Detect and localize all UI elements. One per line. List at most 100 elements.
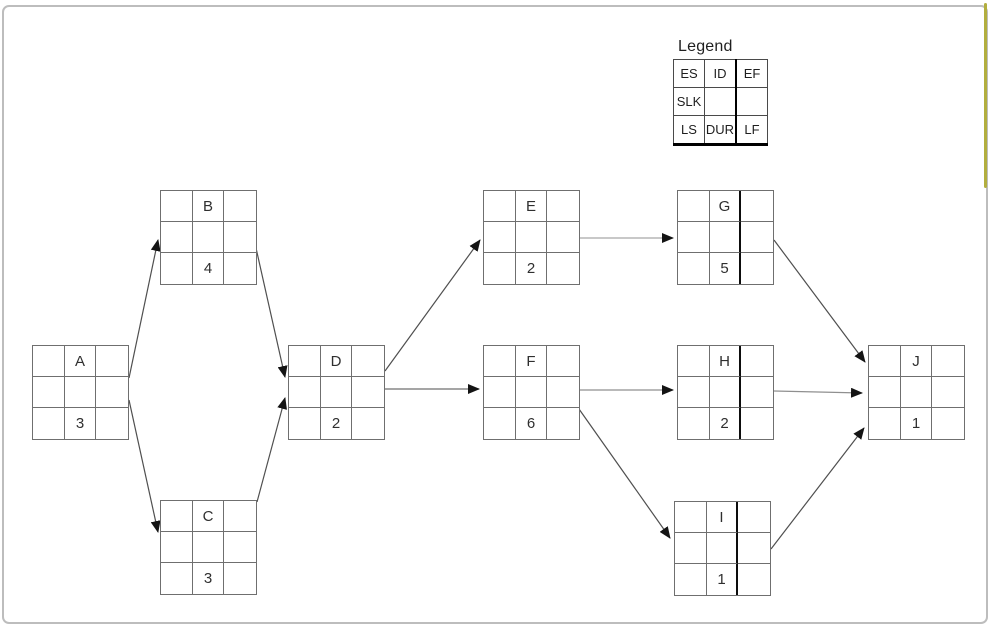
node-cell: [192, 222, 225, 253]
node-cell: [161, 222, 193, 253]
node-cell: [709, 377, 742, 408]
node-cell: [33, 377, 65, 408]
node-cell: [33, 346, 65, 377]
legend-cell: [735, 87, 768, 116]
node-duration-label: 4: [193, 253, 225, 284]
node-cell: [161, 532, 193, 563]
node-id-label: G: [709, 191, 742, 222]
node-cell: [289, 408, 321, 439]
node-cell: [675, 502, 707, 533]
node-cell: [932, 408, 964, 439]
edge-A-C: [128, 399, 161, 533]
node-cell: [484, 346, 516, 377]
legend-cell: LS: [673, 115, 705, 146]
node-duration-label: 1: [901, 408, 933, 439]
legend-title: Legend: [678, 38, 733, 55]
node-duration-label: 2: [710, 408, 742, 439]
legend-cell: SLK: [673, 87, 705, 116]
node-duration-label: 3: [193, 563, 225, 594]
node-duration-label: 2: [516, 253, 548, 284]
node-cell: [741, 377, 773, 408]
node-cell: [96, 377, 128, 408]
node-cell: [33, 408, 65, 439]
node-cell: [678, 377, 710, 408]
node-cell: [547, 346, 579, 377]
node-cell: [224, 563, 256, 594]
node-cell: [484, 408, 516, 439]
node-cell: [224, 191, 256, 222]
node-cell: [675, 533, 707, 564]
node-id-label: B: [192, 191, 225, 222]
node-duration-label: 6: [516, 408, 548, 439]
node-cell: [484, 253, 516, 284]
node-duration-label: 5: [710, 253, 742, 284]
node-id-label: C: [192, 501, 225, 532]
legend-row: SLK: [673, 87, 768, 116]
node-cell: [706, 533, 739, 564]
node-duration-label: 2: [321, 408, 353, 439]
node-cell: [192, 532, 225, 563]
node-cell: [900, 377, 933, 408]
edge-F-I: [578, 408, 671, 539]
node-cell: [741, 222, 773, 253]
node-cell: [547, 222, 579, 253]
node-cell: [224, 222, 256, 253]
node-cell: [547, 377, 579, 408]
node-cell: [738, 564, 770, 595]
node-cell: [64, 377, 97, 408]
node-cell: [678, 346, 710, 377]
legend-cell: ID: [704, 59, 737, 88]
node-cell: [484, 191, 516, 222]
legend-cell: DUR: [704, 115, 737, 146]
node-cell: [161, 191, 193, 222]
legend-cell: ES: [673, 59, 705, 88]
node-cell: [224, 501, 256, 532]
node-cell: [515, 377, 548, 408]
node-cell: [678, 408, 710, 439]
node-cell: [161, 563, 193, 594]
outer-frame-border: [2, 5, 988, 624]
node-cell: [709, 222, 742, 253]
node-cell: [675, 564, 707, 595]
edge-D-E: [384, 239, 481, 372]
node-id-label: J: [900, 346, 933, 377]
node-cell: [678, 191, 710, 222]
node-cell: [547, 191, 579, 222]
node-duration-label: 1: [707, 564, 739, 595]
node-id-label: D: [320, 346, 353, 377]
node-cell: [869, 346, 901, 377]
accent-bar: [984, 3, 987, 188]
edge-I-J: [770, 427, 865, 550]
node-cell: [741, 253, 773, 284]
node-cell: [869, 377, 901, 408]
node-cell: [869, 408, 901, 439]
node-cell: [484, 222, 516, 253]
node-id-label: F: [515, 346, 548, 377]
node-cell: [96, 346, 128, 377]
node-cell: [224, 253, 256, 284]
node-cell: [738, 533, 770, 564]
node-id-label: I: [706, 502, 739, 533]
node-cell: [547, 253, 579, 284]
node-cell: [678, 253, 710, 284]
legend-cell: LF: [735, 115, 768, 146]
node-cell: [289, 377, 321, 408]
node-cell: [96, 408, 128, 439]
node-cell: [932, 377, 964, 408]
node-cell: [741, 408, 773, 439]
node-cell: [352, 346, 384, 377]
node-cell: [741, 346, 773, 377]
